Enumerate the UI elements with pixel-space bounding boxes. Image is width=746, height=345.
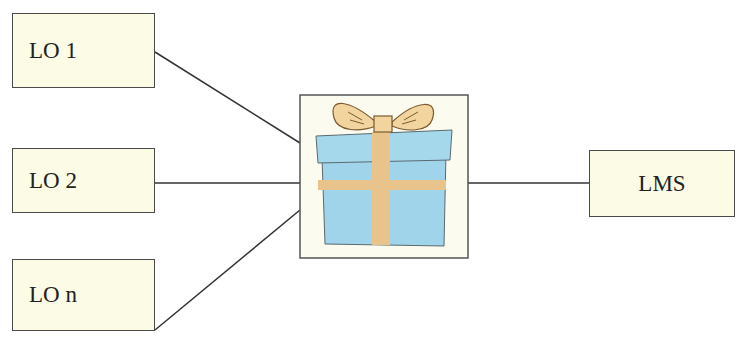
link-line [155,52,300,143]
text-box: LO 1 [12,13,155,88]
text-box: LO n [12,259,155,331]
link-line [155,210,300,330]
box-label: LO 1 [29,38,77,64]
box-label: LMS [638,171,685,197]
box-label: LO n [29,282,77,308]
gift-illustration [300,95,468,258]
text-box: LO 2 [12,148,155,213]
box-label: LO 2 [29,168,77,194]
text-box: LMS [589,150,735,217]
link-line [468,182,589,184]
link-line [155,182,300,184]
